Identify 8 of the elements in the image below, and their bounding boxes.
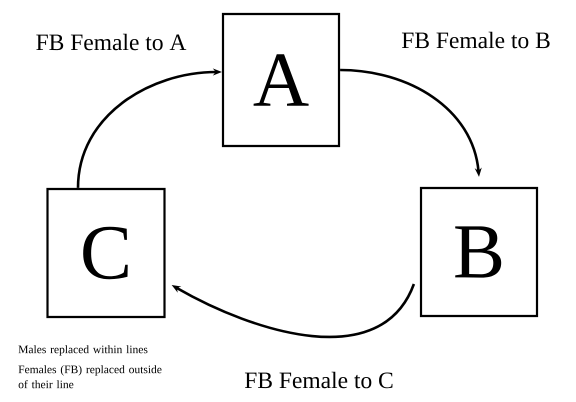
letter-box: C — [46, 188, 166, 318]
letter-box: B — [420, 186, 538, 318]
edge-label: FB Female to C — [244, 372, 392, 388]
edge-label: FB Female to A — [36, 34, 186, 50]
edge-label: FB Female to B — [402, 32, 550, 48]
note-text: Males replaced within lines — [18, 345, 148, 356]
note-text: Females (FB) replaced outside of their line — [18, 365, 162, 388]
letter-box: A — [222, 12, 340, 148]
